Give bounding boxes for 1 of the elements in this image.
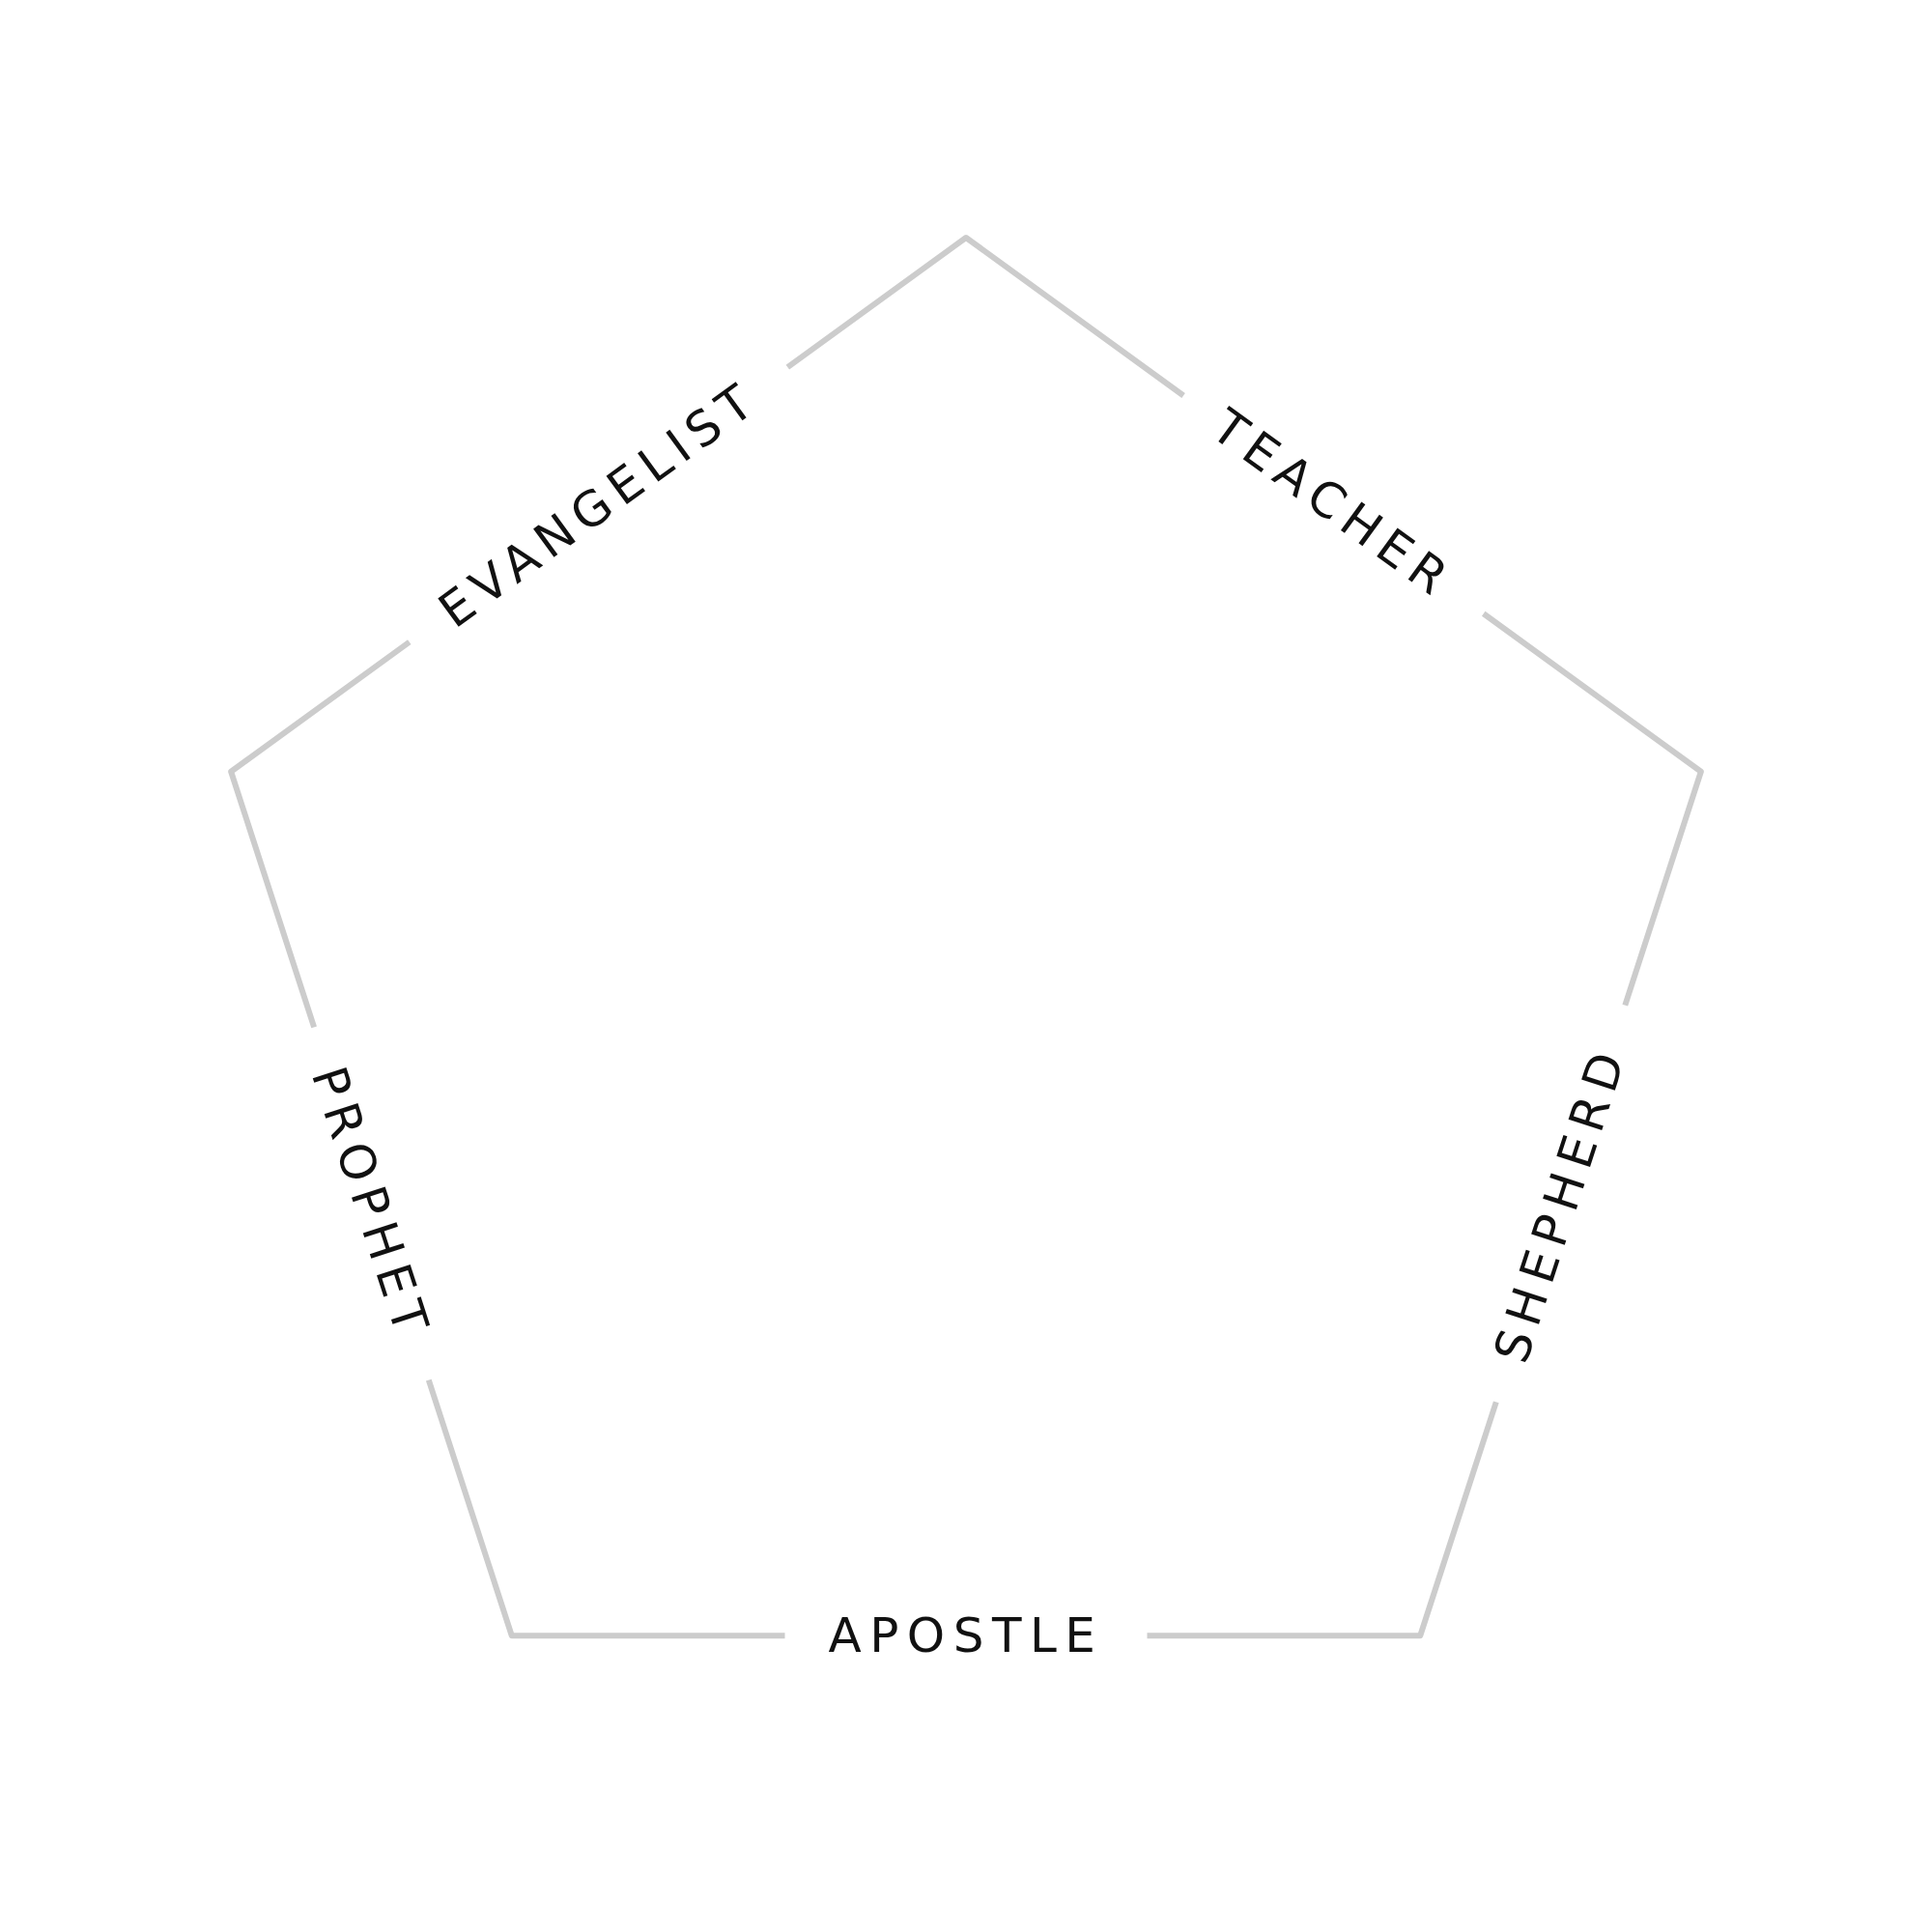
side-label: APOSTLE xyxy=(828,1611,1104,1661)
